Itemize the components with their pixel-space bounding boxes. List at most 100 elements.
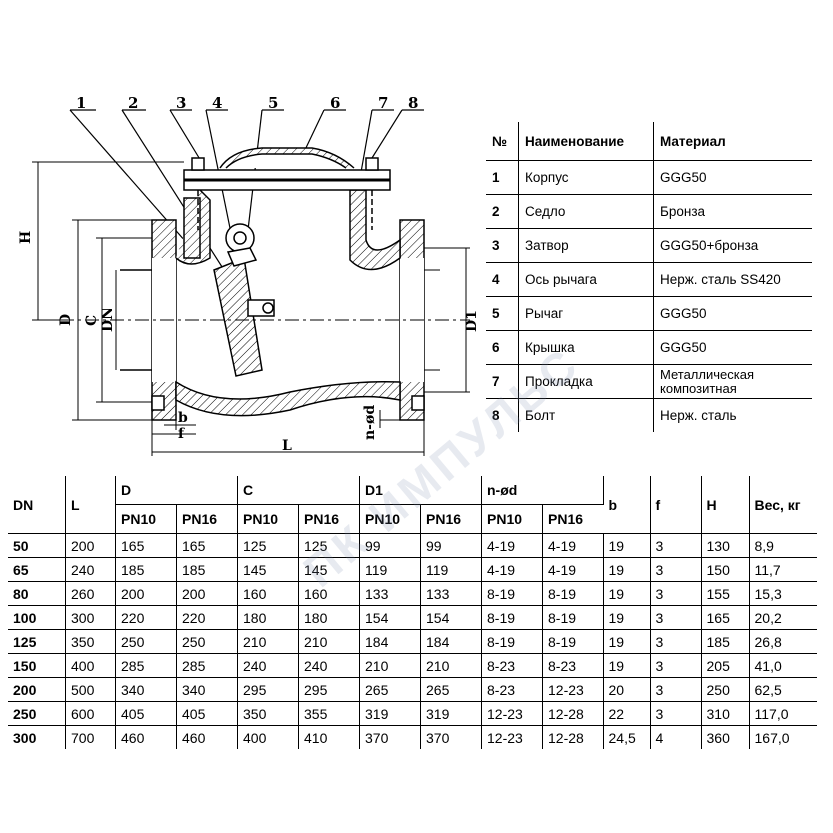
dims-cell-nod-pn16: 12-28 [542, 701, 604, 726]
dims-cell-nod-pn10: 8-23 [481, 677, 543, 702]
dims-cell-f: 4 [650, 725, 702, 749]
parts-cell-material: GGG50+бронза [653, 228, 812, 263]
dims-cell-H: 150 [701, 557, 750, 582]
dim-D1: D1 [464, 310, 480, 332]
dims-cell-D1-pn10: 265 [359, 677, 421, 702]
dim-D: D [58, 314, 74, 326]
parts-cell-material: Нерж. сталь SS420 [653, 262, 812, 297]
parts-cell-name: Корпус [518, 160, 654, 195]
dims-cell-C-pn10: 210 [237, 629, 299, 654]
dims-cell-D-pn10: 340 [115, 677, 177, 702]
valve-body [120, 147, 440, 421]
dims-cell-H: 250 [701, 677, 750, 702]
dims-cell-b: 22 [603, 701, 651, 726]
dims-cell-nod-pn16: 12-23 [542, 677, 604, 702]
callout-6: 6 [330, 94, 340, 112]
dims-cell-C-pn10: 145 [237, 557, 299, 582]
dims-cell-D-pn16: 200 [176, 581, 238, 606]
dims-cell-L: 240 [65, 557, 116, 582]
callout-8: 8 [408, 94, 418, 112]
dims-cell-C-pn16: 410 [298, 725, 360, 749]
dims-cell-b: 19 [603, 653, 651, 678]
dims-cell-nod-pn16: 8-19 [542, 581, 604, 606]
dims-cell-b: 20 [603, 677, 651, 702]
leader-lines [69, 109, 424, 271]
dims-cell-D-pn16: 165 [176, 533, 238, 558]
dims-cell-b: 19 [603, 629, 651, 654]
dims-cell-DN: 100 [8, 605, 66, 630]
dims-cell-C-pn10: 240 [237, 653, 299, 678]
dim-nod: n-ød [362, 405, 378, 440]
dims-sub-D-pn16: PN16 [176, 504, 238, 534]
parts-header-row: № Наименование Материал [486, 122, 812, 161]
dims-cell-nod-pn10: 8-19 [481, 605, 543, 630]
dims-cell-D-pn10: 460 [115, 725, 177, 749]
dims-cell-nod-pn16: 4-19 [542, 557, 604, 582]
dims-header-row-2: PN10 PN16 PN10 PN16 PN10 PN16 PN10 PN16 [8, 504, 817, 534]
parts-cell-name: Рычаг [518, 296, 654, 331]
parts-cell-name: Прокладка [518, 364, 654, 399]
dims-cell-nod-pn10: 4-19 [481, 557, 543, 582]
parts-header-name: Наименование [518, 122, 654, 161]
dims-cell-D1-pn16: 119 [420, 557, 482, 582]
dims-cell-D-pn10: 220 [115, 605, 177, 630]
dims-cell-C-pn10: 180 [237, 605, 299, 630]
dims-cell-D-pn10: 165 [115, 533, 177, 558]
parts-cell-material: GGG50 [653, 160, 812, 195]
parts-cell-no: 1 [486, 160, 519, 195]
parts-cell-no: 8 [486, 398, 519, 432]
dims-cell-nod-pn16: 4-19 [542, 533, 604, 558]
dims-cell-D1-pn16: 154 [420, 605, 482, 630]
dims-cell-weight: 167,0 [754, 729, 790, 746]
dims-cell-DN: 300 [8, 725, 66, 749]
dims-cell-D-pn16: 460 [176, 725, 238, 749]
dims-sub-C-pn10: PN10 [237, 504, 299, 534]
dims-cell-weight: 15,3 [749, 581, 817, 606]
dims-cell-D-pn10: 250 [115, 629, 177, 654]
dims-sub-C-pn16: PN16 [298, 504, 360, 534]
dims-cell-D1-pn16: 210 [420, 653, 482, 678]
dims-cell-L: 600 [65, 701, 116, 726]
dims-cell-nod-pn10: 8-19 [481, 581, 543, 606]
dims-cell-nod-pn16: 8-19 [542, 605, 604, 630]
parts-header-material: Материал [653, 122, 812, 161]
dims-cell-C-pn16: 160 [298, 581, 360, 606]
dims-cell-DN: 50 [8, 533, 66, 558]
dims-cell-H: 310 [701, 701, 750, 726]
dims-cell-nod-pn10: 12-23 [481, 725, 543, 749]
dims-header-H: H [701, 476, 750, 534]
dims-cell-C-pn10: 160 [237, 581, 299, 606]
parts-cell-no: 5 [486, 296, 519, 331]
dims-cell-L: 200 [65, 533, 116, 558]
dims-cell-D-pn16: 220 [176, 605, 238, 630]
dims-cell-DN: 125 [8, 629, 66, 654]
dims-cell-D-pn16: 405 [176, 701, 238, 726]
dims-cell-weight: 41,0 [749, 653, 817, 678]
dims-cell-weight: 11,7 [749, 557, 817, 582]
parts-cell-name: Седло [518, 194, 654, 229]
dims-cell-D1-pn10: 119 [359, 557, 421, 582]
parts-cell-no: 6 [486, 330, 519, 365]
dims-cell-b: 19 [603, 557, 651, 582]
dims-cell-D1-pn10: 99 [359, 533, 421, 558]
dims-cell-nod-pn10: 4-19 [481, 533, 543, 558]
dims-cell-D-pn10: 185 [115, 557, 177, 582]
parts-cell-material: GGG50 [653, 330, 812, 365]
dims-cell-D-pn16: 340 [176, 677, 238, 702]
dims-cell-f: 3 [650, 605, 702, 630]
dims-cell-f: 3 [650, 581, 702, 606]
dims-cell-f: 3 [650, 653, 702, 678]
dims-cell-C-pn10: 400 [237, 725, 299, 749]
dims-cell-f: 3 [650, 557, 702, 582]
dims-cell-nod-pn10: 8-19 [481, 629, 543, 654]
dims-header-f: f [650, 476, 702, 534]
dims-cell-weight: 26,8 [749, 629, 817, 654]
